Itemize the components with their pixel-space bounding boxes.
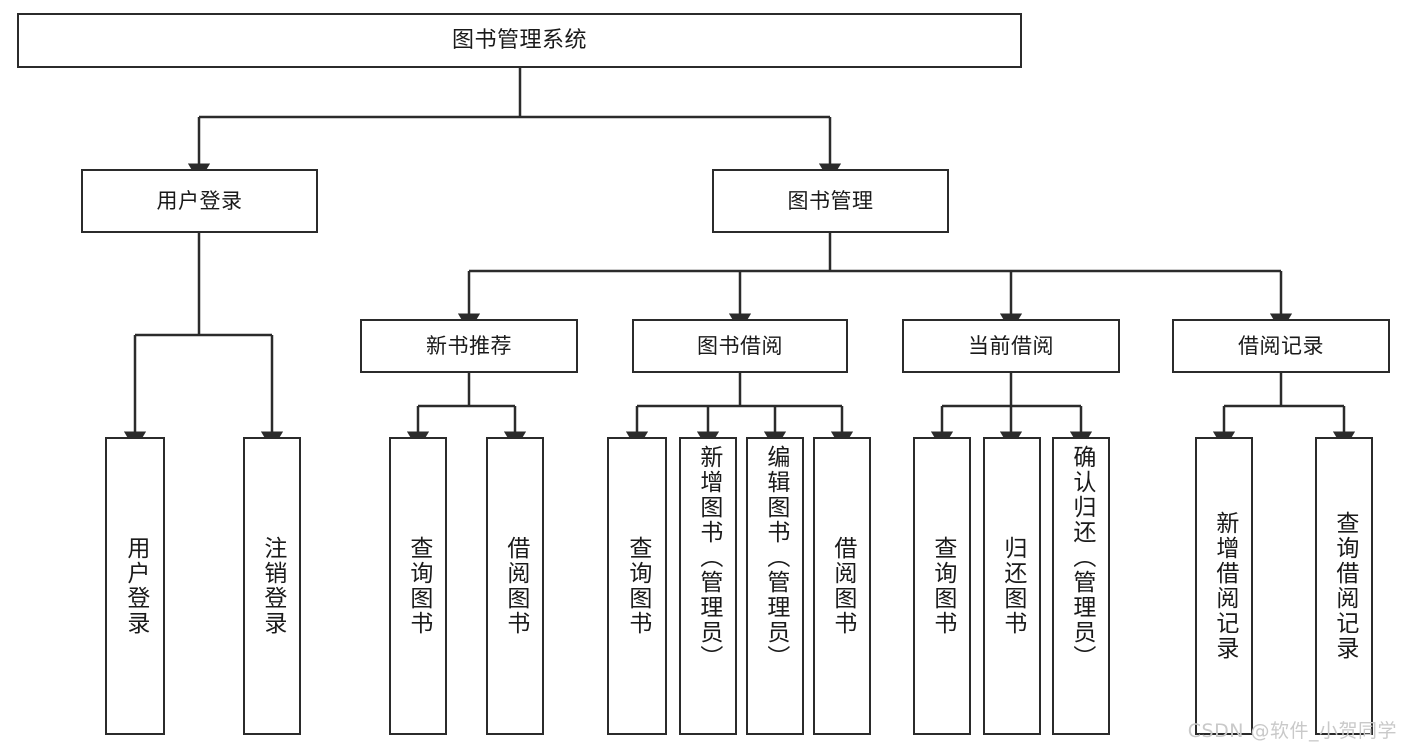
tree-connectors xyxy=(123,68,1356,450)
node-leaf-query-book-1[interactable]: 查询图书 xyxy=(389,437,447,735)
node-label: 新增借阅记录 xyxy=(1211,511,1238,661)
node-label: 用户登录 xyxy=(156,188,243,213)
node-leaf-user-login[interactable]: 用户登录 xyxy=(105,437,165,735)
node-leaf-borrow-book-1[interactable]: 借阅图书 xyxy=(486,437,544,735)
node-book-manage[interactable]: 图书管理 xyxy=(712,169,949,233)
node-leaf-add-book[interactable]: 新增图书（管理员） xyxy=(679,437,737,735)
node-new-book-rec[interactable]: 新书推荐 xyxy=(360,319,578,373)
node-label: 用户登录 xyxy=(122,536,149,636)
node-label: 查询图书 xyxy=(624,536,651,636)
node-leaf-borrow-book-2[interactable]: 借阅图书 xyxy=(813,437,871,735)
node-label: 借阅图书 xyxy=(829,536,856,636)
node-label: 确认归还（管理员） xyxy=(1068,445,1095,670)
node-leaf-return-book[interactable]: 归还图书 xyxy=(983,437,1041,735)
node-label: 新增图书（管理员） xyxy=(695,445,722,670)
node-current-borrow[interactable]: 当前借阅 xyxy=(902,319,1120,373)
node-label: 图书管理 xyxy=(787,188,874,213)
node-label: 注销登录 xyxy=(259,536,286,636)
node-leaf-edit-book[interactable]: 编辑图书（管理员） xyxy=(746,437,804,735)
node-leaf-query-book-3[interactable]: 查询图书 xyxy=(913,437,971,735)
node-label: 图书管理系统 xyxy=(451,27,587,53)
node-leaf-query-record[interactable]: 查询借阅记录 xyxy=(1315,437,1373,735)
node-borrow-record[interactable]: 借阅记录 xyxy=(1172,319,1390,373)
node-label: 新书推荐 xyxy=(426,333,512,358)
node-label: 查询图书 xyxy=(405,536,432,636)
node-leaf-add-record[interactable]: 新增借阅记录 xyxy=(1195,437,1253,735)
node-label: 借阅图书 xyxy=(502,536,529,636)
node-root[interactable]: 图书管理系统 xyxy=(17,13,1022,68)
node-label: 查询借阅记录 xyxy=(1331,511,1358,661)
node-label: 当前借阅 xyxy=(968,333,1054,358)
node-label: 归还图书 xyxy=(999,536,1026,636)
node-label: 图书借阅 xyxy=(697,333,783,358)
node-book-borrow[interactable]: 图书借阅 xyxy=(632,319,848,373)
node-label: 查询图书 xyxy=(929,536,956,636)
node-leaf-query-book-2[interactable]: 查询图书 xyxy=(607,437,667,735)
node-leaf-logout[interactable]: 注销登录 xyxy=(243,437,301,735)
node-label: 借阅记录 xyxy=(1238,333,1324,358)
node-label: 编辑图书（管理员） xyxy=(762,445,789,670)
node-leaf-confirm-return[interactable]: 确认归还（管理员） xyxy=(1052,437,1110,735)
node-user-login[interactable]: 用户登录 xyxy=(81,169,318,233)
